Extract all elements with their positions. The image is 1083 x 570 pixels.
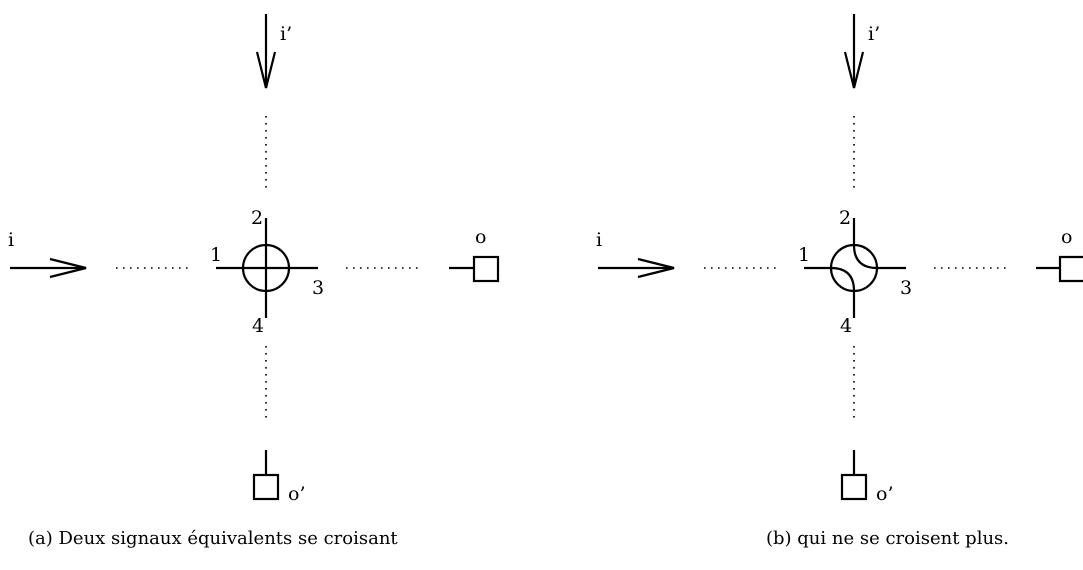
horizontal-output-terminal xyxy=(449,255,500,283)
horizontal-output-terminal xyxy=(1036,255,1083,283)
crossing-node xyxy=(216,218,318,318)
vertical-input-label: i’ xyxy=(868,23,880,45)
horizontal-input-arrow xyxy=(10,257,87,279)
port-4-label: 4 xyxy=(252,315,264,337)
vertical-output-label: o’ xyxy=(288,483,305,505)
port-3-label: 3 xyxy=(900,277,912,299)
horizontal-input-label: i xyxy=(596,229,602,251)
vertical-input-arrow xyxy=(255,14,277,89)
panel-b: i’ i 2 1 3 4 xyxy=(596,14,1083,505)
caption-a: (a) Deux signaux équivalents se croisant xyxy=(28,528,398,549)
vertical-input-label: i’ xyxy=(280,23,292,45)
horizontal-input-label: i xyxy=(8,229,14,251)
port-1-label: 1 xyxy=(210,244,222,266)
panel-a: i’ i 2 1 3 4 o xyxy=(8,14,500,505)
port-4-label: 4 xyxy=(840,315,852,337)
vertical-input-arrow xyxy=(843,14,865,89)
vertical-output-label: o’ xyxy=(876,483,893,505)
vertical-output-terminal xyxy=(252,450,280,501)
caption-b: (b) qui ne se croisent plus. xyxy=(766,528,1010,549)
vertical-output-terminal xyxy=(840,450,868,501)
port-1-label: 1 xyxy=(798,244,810,266)
port-3-label: 3 xyxy=(312,277,324,299)
horizontal-input-arrow xyxy=(598,257,675,279)
horizontal-output-label: o xyxy=(475,226,486,248)
horizontal-output-label: o xyxy=(1061,226,1072,248)
port-2-label: 2 xyxy=(839,207,851,229)
port-2-label: 2 xyxy=(251,207,263,229)
non-crossing-node xyxy=(804,218,906,318)
